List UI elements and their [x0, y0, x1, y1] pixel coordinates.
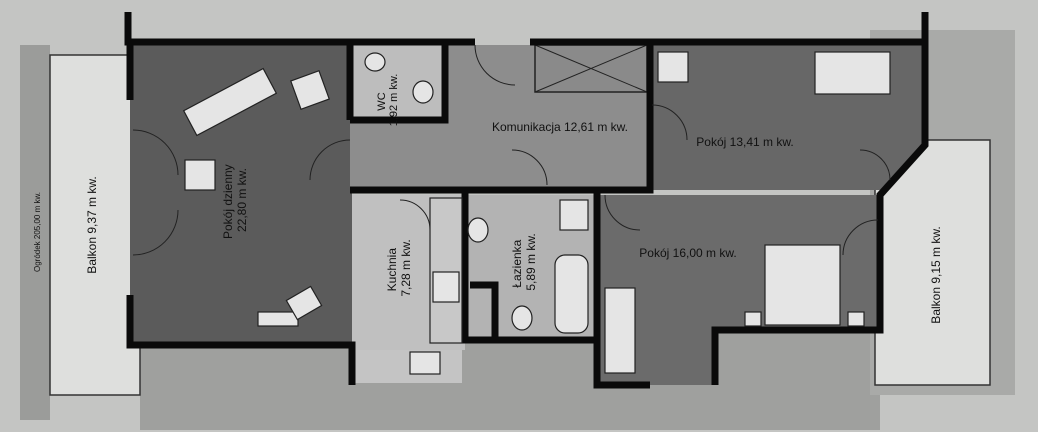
desk — [257, 311, 299, 327]
bathroom-area: 5,89 m kw. — [524, 233, 538, 290]
stove — [432, 271, 460, 303]
living-room-name: Pokój dzienny — [221, 164, 235, 239]
bed — [814, 51, 891, 95]
kitchen-area: 7,28 m kw. — [399, 239, 413, 296]
svg-text:Kuchnia 7,28 m kw.: Kuchnia 7,28 m kw. — [385, 239, 413, 296]
garden-strip — [20, 45, 50, 420]
nightstand — [744, 311, 762, 327]
walls — [124, 12, 929, 389]
room-a-label: Pokój 13,41 m kw. — [696, 135, 793, 149]
armchair — [290, 70, 330, 110]
closet-cross — [534, 44, 648, 93]
wc-name: WC — [376, 92, 388, 110]
washing-machine — [559, 199, 589, 231]
bed — [764, 244, 841, 326]
washbasin — [467, 217, 489, 243]
living-room-area: 22,80 m kw. — [235, 168, 249, 232]
cabinet — [657, 51, 689, 83]
bathtub — [554, 254, 589, 334]
svg-text:Łazienka 5,89 m kw.: Łazienka 5,89 m kw. — [510, 233, 538, 290]
furniture — [182, 51, 891, 375]
armchair — [184, 159, 216, 191]
wardrobe — [604, 287, 636, 374]
room-b — [597, 195, 880, 385]
svg-text:Pokój dzienny 22,80 m kw.: Pokój dzienny 22,80 m kw. — [221, 161, 249, 239]
balcony-left-label: Balkon 9,37 m kw. — [85, 176, 99, 273]
wc-area: 1,92 m kw. — [388, 74, 400, 127]
bathroom-name: Łazienka — [510, 239, 524, 287]
kitchen-annex — [352, 350, 462, 383]
washbasin — [364, 52, 386, 72]
hallway-label: Komunikacja 12,61 m kw. — [492, 120, 628, 134]
balcony-right-label: Balkon 9,15 m kw. — [929, 226, 943, 323]
sofa — [182, 67, 278, 137]
kitchen-name: Kuchnia — [385, 248, 399, 292]
doors — [132, 44, 891, 256]
toilet — [511, 305, 533, 331]
garden-label: Ogródek 205,00 m kw. — [33, 192, 42, 272]
sink — [409, 351, 441, 375]
room-b-label: Pokój 16,00 m kw. — [639, 246, 736, 260]
chair — [285, 285, 323, 321]
nightstand — [847, 311, 865, 327]
svg-text:WC 1,92 m kw.: WC 1,92 m kw. — [376, 74, 400, 127]
kitchen-counter — [429, 197, 463, 344]
toilet — [412, 80, 434, 104]
